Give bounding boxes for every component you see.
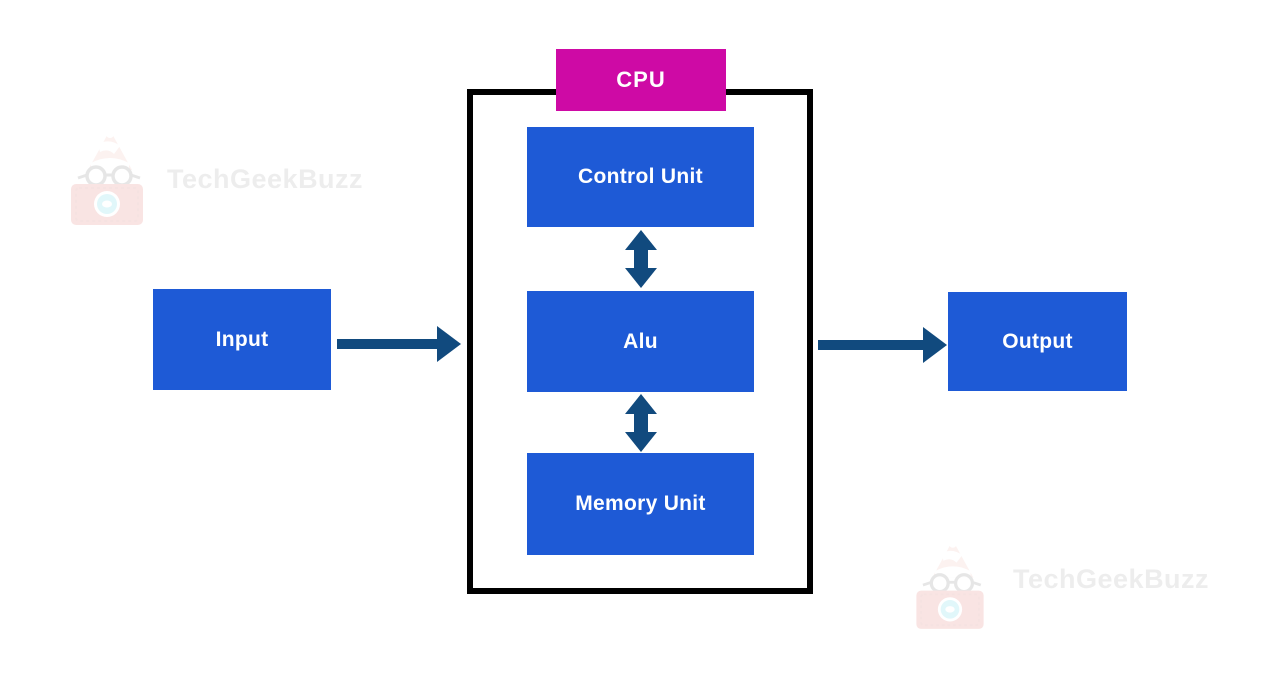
input-box: Input xyxy=(153,289,331,390)
cpu-title-box: CPU xyxy=(556,49,726,111)
cpu-to-output-arrow xyxy=(818,327,947,363)
techgeekbuzz-logo-icon xyxy=(62,130,152,233)
alu-memory-double-arrow xyxy=(625,394,657,452)
output-box: Output xyxy=(948,292,1127,391)
techgeekbuzz-logo-icon xyxy=(908,540,992,637)
control-unit-box: Control Unit xyxy=(527,127,754,227)
control-alu-double-arrow xyxy=(625,230,657,288)
watermark-brand-text: TechGeekBuzz xyxy=(1013,564,1210,594)
alu-box: Alu xyxy=(527,291,754,392)
memory-unit-box: Memory Unit xyxy=(527,453,754,555)
watermark-brand-text: TechGeekBuzz xyxy=(167,164,364,194)
input-to-cpu-arrow xyxy=(337,326,461,362)
